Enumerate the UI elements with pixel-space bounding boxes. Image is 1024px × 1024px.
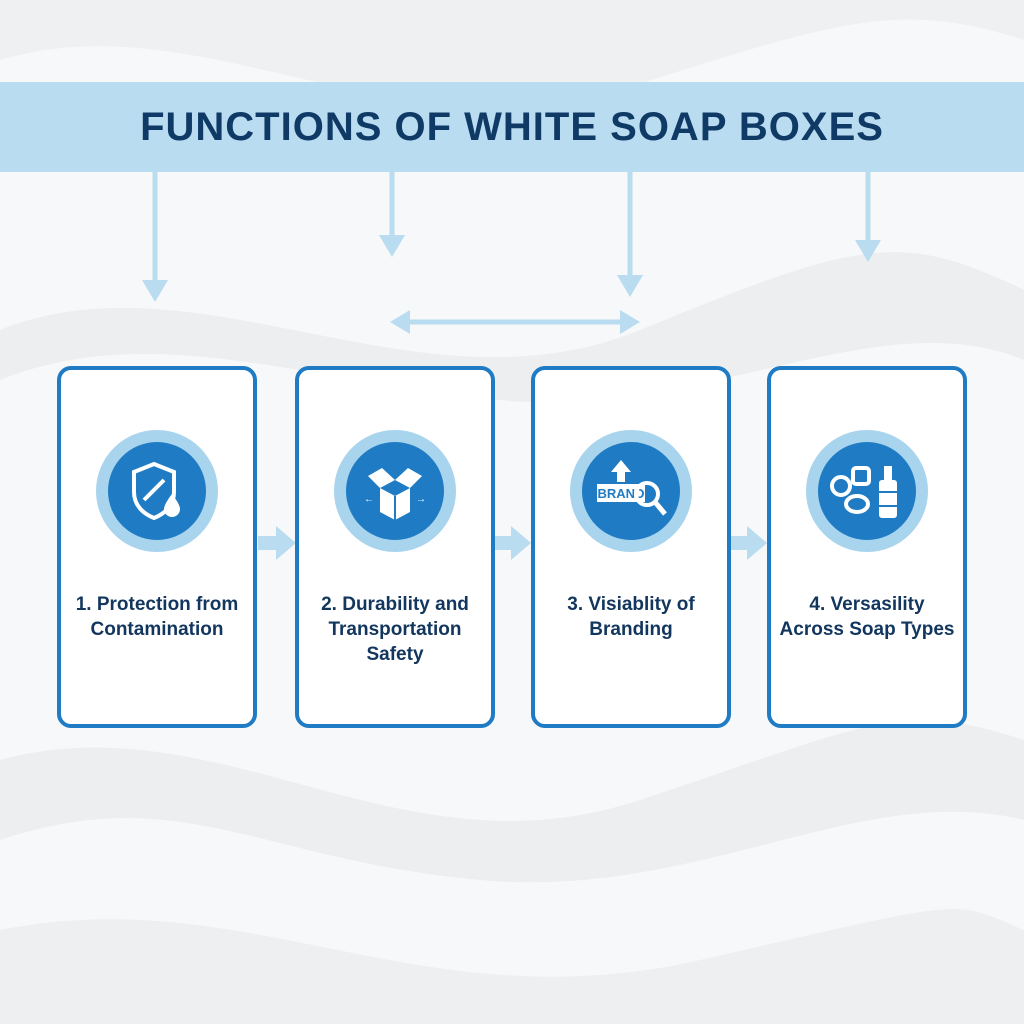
card-label: 4. Versasility Across Soap Types bbox=[779, 594, 955, 640]
function-card-2: ←→ 2. Durability and Transportation Safe… bbox=[295, 366, 495, 728]
step-arrow-1 bbox=[258, 526, 296, 560]
card-label: 2. Durability and Transportation Safety bbox=[321, 594, 469, 665]
brand-magnifier-icon: BRAND bbox=[582, 442, 680, 540]
card-label: 3. Visiablity of Branding bbox=[567, 594, 695, 640]
title-banner: FUNCTIONS OF WHITE SOAP BOXES bbox=[0, 82, 1024, 172]
step-arrow-3 bbox=[731, 526, 767, 560]
function-card-3: BRAND 3. Visiablity of Branding bbox=[531, 366, 731, 728]
soap-types-icon bbox=[818, 442, 916, 540]
svg-text:→: → bbox=[416, 494, 426, 505]
shield-drop-icon bbox=[108, 442, 206, 540]
down-arrow-2 bbox=[379, 172, 405, 257]
page-title: FUNCTIONS OF WHITE SOAP BOXES bbox=[140, 104, 884, 149]
down-arrow-1 bbox=[142, 172, 168, 302]
svg-text:←: ← bbox=[364, 494, 374, 505]
brand-text: BRAND bbox=[598, 486, 645, 501]
double-arrow bbox=[390, 310, 640, 334]
step-arrow-2 bbox=[495, 526, 531, 560]
down-arrow-4 bbox=[855, 172, 881, 262]
card-label: 1. Protection from Contamination bbox=[75, 594, 239, 640]
down-arrow-3 bbox=[617, 172, 643, 297]
function-card-4: 4. Versasility Across Soap Types bbox=[767, 366, 967, 728]
function-card-1: 1. Protection from Contamination bbox=[57, 366, 257, 728]
open-box-icon: ←→ bbox=[346, 442, 444, 540]
